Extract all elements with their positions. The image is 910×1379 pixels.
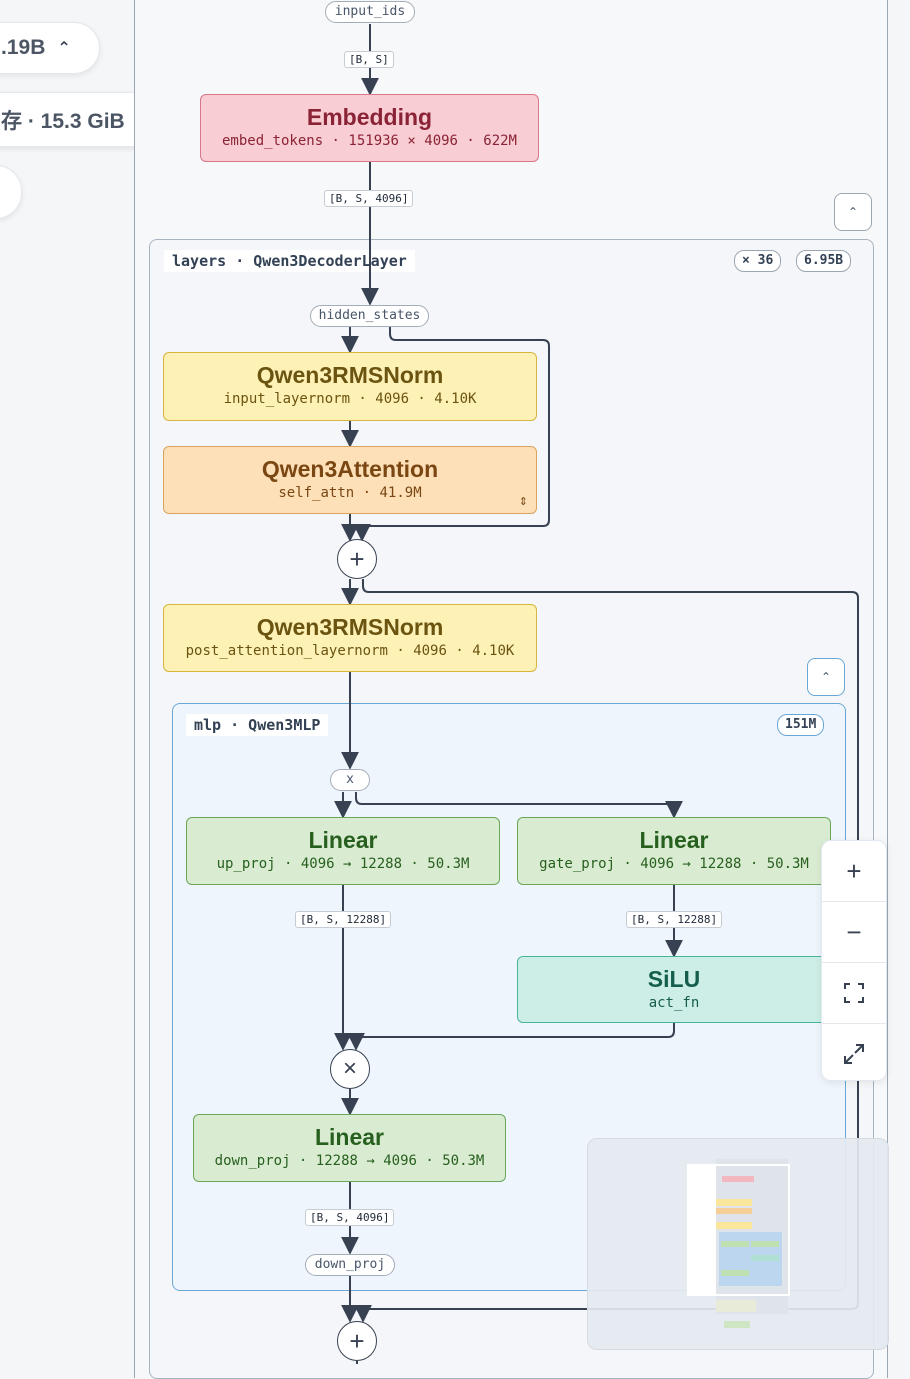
times-icon: × xyxy=(342,1055,357,1082)
chevron-up-icon: ⌃ xyxy=(820,670,832,684)
chevron-up-icon: ⌃ xyxy=(847,205,859,219)
shape-label: [B, S, 12288] xyxy=(626,911,723,928)
expand-icon xyxy=(844,1044,864,1064)
node-subtitle: post_attention_layernorm · 4096 · 4.10K xyxy=(185,643,515,659)
multiply-op: × xyxy=(330,1049,370,1089)
input-layernorm-node[interactable]: Qwen3RMSNorm input_layernorm · 4096 · 4.… xyxy=(163,352,537,421)
node-subtitle: gate_proj · 4096 → 12288 · 50.3M xyxy=(539,856,809,872)
shape-label: [B, S, 4096] xyxy=(324,190,414,207)
node-title: Linear xyxy=(639,827,709,853)
minimap[interactable] xyxy=(587,1138,889,1350)
zoom-out-button[interactable]: − xyxy=(822,902,886,963)
input-ids-port[interactable]: input_ids xyxy=(325,1,415,23)
zoom-controls: + − xyxy=(821,840,887,1081)
node-subtitle: down_proj · 12288 → 4096 · 50.3M xyxy=(214,1153,485,1169)
node-subtitle: embed_tokens · 151936 × 4096 · 622M xyxy=(221,133,517,149)
mlp-params-badge: 151M xyxy=(777,714,825,736)
memory-summary-label: 存 · 15.3 GiB xyxy=(1,109,125,133)
params-summary-label: .19B xyxy=(1,36,46,59)
zoom-in-button[interactable]: + xyxy=(822,841,886,902)
node-title: Embedding xyxy=(306,104,433,130)
node-title: Qwen3RMSNorm xyxy=(256,614,444,640)
plus-icon: + xyxy=(349,1326,365,1356)
node-title: Linear xyxy=(308,827,378,853)
minus-icon: − xyxy=(846,916,862,947)
gate-proj-node[interactable]: Linear gate_proj · 4096 → 12288 · 50.3M xyxy=(517,817,831,885)
node-title: SiLU xyxy=(647,966,701,992)
layers-title: layers · Qwen3DecoderLayer xyxy=(164,250,415,272)
node-subtitle: act_fn xyxy=(648,995,700,1011)
fullscreen-button[interactable] xyxy=(822,1024,886,1084)
plus-icon: + xyxy=(349,544,365,574)
node-title: Qwen3Attention xyxy=(261,456,439,482)
down-proj-node[interactable]: Linear down_proj · 12288 → 4096 · 50.3M xyxy=(193,1114,506,1182)
node-title: Qwen3RMSNorm xyxy=(256,362,444,388)
layers-params-badge: 6.95B xyxy=(796,250,852,272)
layers-collapse-button[interactable]: ⌃ xyxy=(834,193,872,231)
shape-label: [B, S] xyxy=(344,51,394,68)
chevron-up-icon: ⌃ xyxy=(57,40,71,57)
add-op: + xyxy=(337,539,377,579)
expand-toggle-icon[interactable]: ⇕ xyxy=(518,496,528,508)
repeat-badge: × 36 xyxy=(734,250,782,272)
up-proj-node[interactable]: Linear up_proj · 4096 → 12288 · 50.3M xyxy=(186,817,500,885)
node-subtitle: input_layernorm · 4096 · 4.10K xyxy=(223,391,477,407)
add-op: + xyxy=(337,1321,377,1361)
mlp-collapse-button[interactable]: ⌃ xyxy=(807,658,845,696)
shape-label: [B, S, 12288] xyxy=(295,911,392,928)
plus-icon: + xyxy=(846,855,862,886)
x-port[interactable]: x xyxy=(330,769,370,791)
node-subtitle: self_attn · 41.9M xyxy=(278,485,422,501)
fit-view-icon xyxy=(844,983,864,1003)
hidden-states-port[interactable]: hidden_states xyxy=(310,305,429,327)
down-proj-port[interactable]: down_proj xyxy=(305,1254,395,1276)
shape-label: [B, S, 4096] xyxy=(305,1209,395,1226)
node-title: Linear xyxy=(314,1124,385,1150)
self-attn-node[interactable]: Qwen3Attention self_attn · 41.9M ⇕ xyxy=(163,446,537,514)
post-layernorm-node[interactable]: Qwen3RMSNorm post_attention_layernorm · … xyxy=(163,604,537,672)
fit-view-button[interactable] xyxy=(822,963,886,1024)
params-summary-pill[interactable]: .19B ⌃ xyxy=(0,22,100,74)
node-subtitle: up_proj · 4096 → 12288 · 50.3M xyxy=(216,856,470,872)
embedding-node[interactable]: Embedding embed_tokens · 151936 × 4096 ·… xyxy=(200,94,539,162)
mlp-title: mlp · Qwen3MLP xyxy=(186,714,329,736)
act-fn-node[interactable]: SiLU act_fn xyxy=(517,956,831,1023)
minimap-preview xyxy=(687,1159,790,1328)
